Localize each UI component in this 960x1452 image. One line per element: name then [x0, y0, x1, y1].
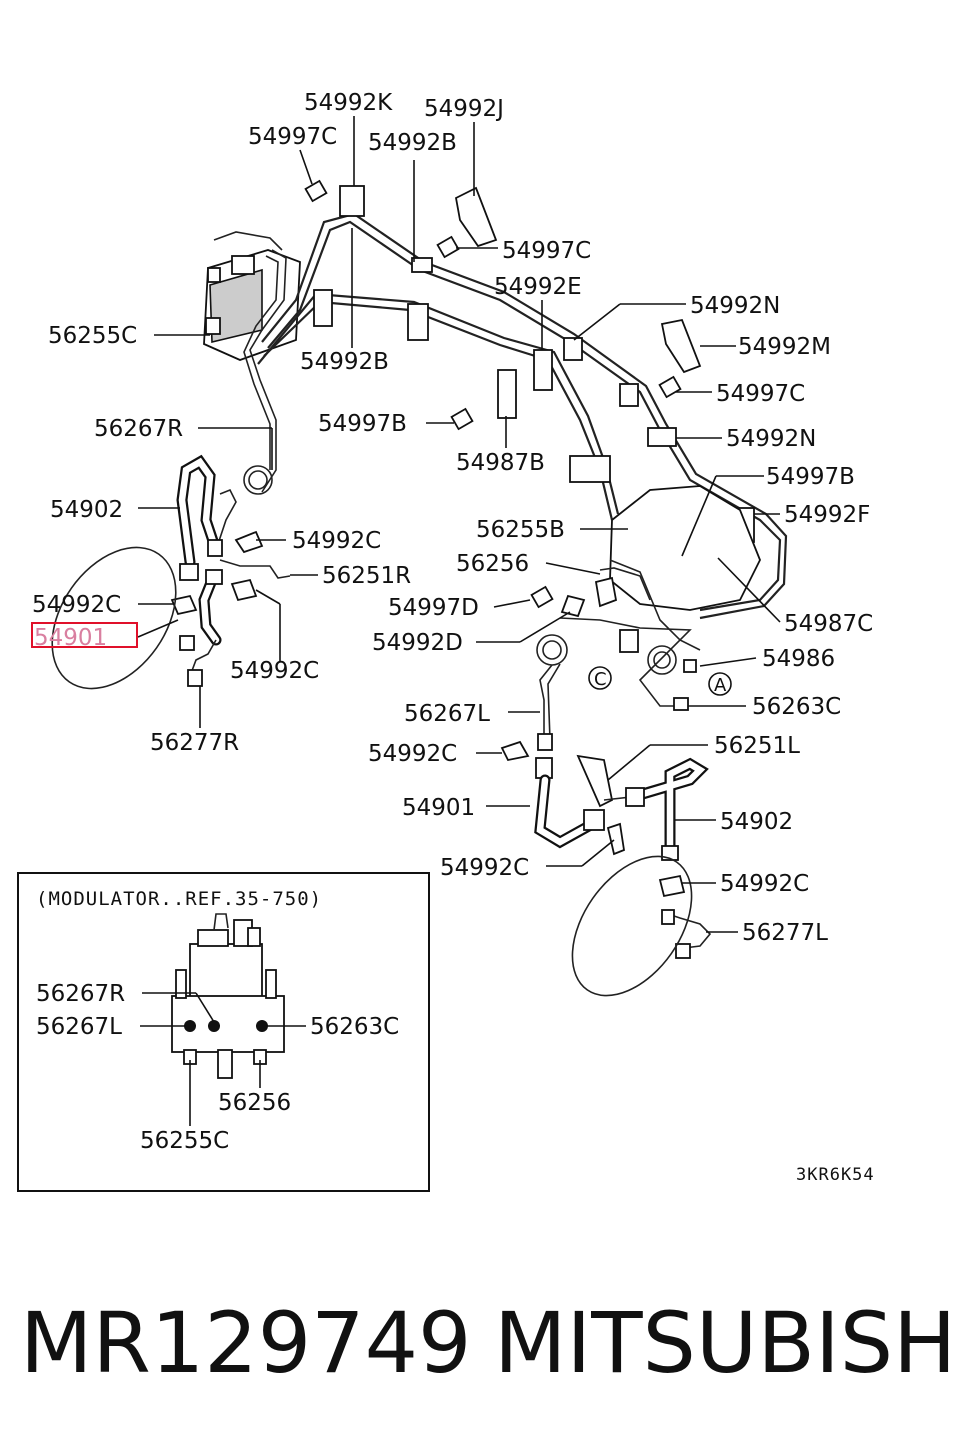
callout-56251L[interactable]: 56251L	[714, 733, 800, 759]
callout-54992B-top[interactable]: 54992B	[368, 130, 457, 156]
callout-54986[interactable]: 54986	[762, 646, 835, 672]
callout-54901-right[interactable]: 54901	[402, 795, 475, 821]
part-number: MR129749	[20, 1294, 472, 1392]
modulator-unit	[203, 231, 301, 361]
ref-circle-c	[588, 666, 612, 690]
diagram-code: 3KR6K54	[796, 1165, 875, 1185]
ref-circle-a-label: A	[714, 675, 727, 696]
callout-54992J[interactable]: 54992J	[424, 96, 504, 122]
callout-54997C-mid[interactable]: 54997C	[502, 238, 591, 264]
right-wheel-outline	[571, 855, 693, 997]
callout-54992B-low[interactable]: 54992B	[300, 349, 389, 375]
callout-54992C-c[interactable]: 54992C	[230, 658, 319, 684]
callout-54902-right[interactable]: 54902	[720, 809, 793, 835]
brand-name: MITSUBISHI	[494, 1294, 960, 1392]
lower-right-lines	[500, 634, 712, 959]
callout-54997B-right[interactable]: 54997B	[766, 464, 855, 490]
callout-54902-left[interactable]: 54902	[50, 497, 123, 523]
inset-title: (MODULATOR..REF.35-750)	[36, 888, 322, 910]
callout-56255B[interactable]: 56255B	[476, 517, 565, 543]
callout-54992C-f[interactable]: 54992C	[720, 871, 809, 897]
callout-54992C-a[interactable]: 54992C	[292, 528, 381, 554]
callout-54997C-right[interactable]: 54997C	[716, 381, 805, 407]
ref-circle-c-label: C	[594, 669, 607, 690]
callout-54992E[interactable]: 54992E	[494, 274, 582, 300]
callout-56256[interactable]: 56256	[456, 551, 529, 577]
inset-callout-56267R[interactable]: 56267R	[36, 981, 125, 1007]
ref-circle-a	[708, 672, 732, 696]
inset-callout-56256[interactable]: 56256	[218, 1090, 291, 1116]
port-56267R	[208, 1020, 220, 1032]
inset-callout-56263C[interactable]: 56263C	[310, 1014, 399, 1040]
callout-labels: 54992K 54992J 54997C 54992B 54997C 54992…	[31, 90, 873, 946]
callout-54987C[interactable]: 54987C	[784, 611, 873, 637]
callout-54997D[interactable]: 54997D	[388, 595, 479, 621]
circle-refs: A C	[588, 666, 732, 696]
callout-54901-left-highlighted[interactable]: 54901	[34, 625, 107, 651]
lower-left-lines	[170, 454, 291, 687]
callout-54992K[interactable]: 54992K	[304, 90, 393, 116]
modulator-inset: (MODULATOR..REF.35-750) 56267R 56267L 56…	[17, 872, 430, 1192]
callout-54997C-top[interactable]: 54997C	[248, 124, 337, 150]
port-56267L	[184, 1020, 196, 1032]
callout-54992D[interactable]: 54992D	[372, 630, 463, 656]
leader-lines	[137, 116, 781, 933]
callout-54997B-left[interactable]: 54997B	[318, 411, 407, 437]
callout-54992N-low[interactable]: 54992N	[726, 426, 816, 452]
callout-54992M[interactable]: 54992M	[738, 334, 831, 360]
callout-56277R[interactable]: 56277R	[150, 730, 239, 756]
callout-54992N-top[interactable]: 54992N	[690, 293, 780, 319]
inset-callout-56267L[interactable]: 56267L	[36, 1014, 122, 1040]
callout-56277L[interactable]: 56277L	[742, 920, 828, 946]
left-wheel-outline	[51, 546, 177, 690]
callout-54992C-d[interactable]: 54992C	[368, 741, 457, 767]
illustration	[51, 179, 788, 997]
callout-54992C-e[interactable]: 54992C	[440, 855, 529, 881]
callout-56255C[interactable]: 56255C	[48, 323, 137, 349]
port-56263C	[256, 1020, 268, 1032]
callout-56263C[interactable]: 56263C	[752, 694, 841, 720]
callout-56267R[interactable]: 56267R	[94, 416, 183, 442]
callout-54992C-b[interactable]: 54992C	[32, 592, 121, 618]
callout-56251R[interactable]: 56251R	[322, 563, 411, 589]
footer: MR129749 MITSUBISHI	[0, 1288, 960, 1398]
callout-54992F[interactable]: 54992F	[784, 502, 870, 528]
callout-56267L[interactable]: 56267L	[404, 701, 490, 727]
inset-modulator-drawing	[171, 913, 285, 1079]
highlight-box-54901	[31, 622, 138, 648]
callout-54987B[interactable]: 54987B	[456, 450, 545, 476]
inset-callout-56255C[interactable]: 56255C	[140, 1128, 229, 1154]
